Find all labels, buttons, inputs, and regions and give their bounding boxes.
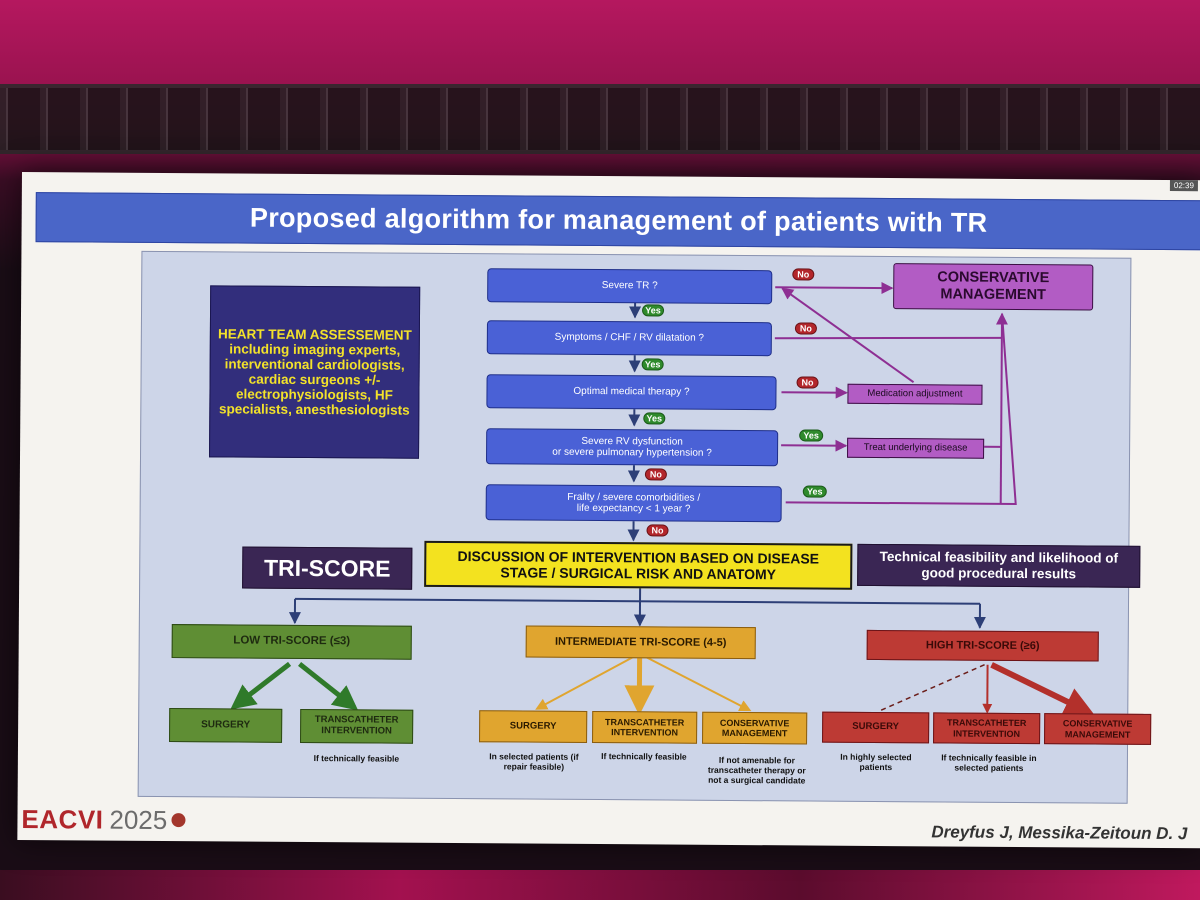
footer-logo: EACVI 2025 — [21, 803, 186, 835]
intermediate-surgery-box: SURGERY — [479, 710, 588, 743]
question-rv-dysfunction: Severe RV dysfunction or severe pulmonar… — [485, 428, 779, 467]
q5-text-line1: Frailty / severe comorbidities / — [567, 491, 701, 504]
stage-truss — [0, 84, 1200, 154]
clock-readout: 02:39 — [1169, 180, 1198, 192]
q1-text: Severe TR ? — [601, 280, 658, 292]
title-bar: Proposed algorithm for management of pat… — [35, 192, 1200, 251]
footer-citation: Dreyfus J, Messika-Zeitoun D. J — [931, 822, 1188, 844]
footer-dot-icon — [171, 813, 186, 828]
bottom-glow — [0, 870, 1200, 900]
badge-no-2: No — [794, 322, 817, 335]
intermediate-surgery-text: SURGERY — [509, 719, 557, 732]
q2-text: Symptoms / CHF / RV dilatation ? — [554, 331, 705, 345]
arrow-medication-q1 — [781, 287, 915, 384]
low-transcatheter-text: TRANSCATHETER INTERVENTION — [314, 714, 399, 737]
conservative-management-box: CONSERVATIVE MANAGEMENT — [893, 263, 1094, 311]
low-surgery-box: SURGERY — [169, 708, 283, 743]
feasibility-text: Technical feasibility and likelihood of … — [879, 549, 1119, 582]
badge-yes-4: Yes — [799, 429, 824, 442]
q4-text-line1: Severe RV dysfunction — [581, 435, 683, 448]
low-surgery-text: SURGERY — [201, 719, 251, 731]
treat-underlying-text: Treat underlying disease — [863, 441, 968, 454]
q4-text-line2: or severe pulmonary hypertension ? — [552, 446, 712, 459]
line-q2-no — [774, 336, 1002, 340]
high-transcatheter-note: If technically feasible in selected pati… — [941, 752, 1037, 774]
arrow-high-surgery-dashed — [878, 664, 985, 712]
heart-team-box: HEART TEAM ASSESSEMENT including imaging… — [209, 285, 421, 459]
arrow-up-conservative — [995, 312, 1008, 504]
low-triscore-title: LOW TRI-SCORE (≤3) — [233, 634, 351, 648]
question-frailty: Frailty / severe comorbidities / life ex… — [485, 484, 782, 523]
connector-lines — [230, 282, 1095, 716]
low-triscore-box: LOW TRI-SCORE (≤3) — [171, 624, 412, 660]
high-transcatheter-text: TRANSCATHETER INTERVENTION — [946, 717, 1027, 739]
slide-title: Proposed algorithm for management of pat… — [249, 203, 988, 239]
q5-text-line2: life expectancy < 1 year ? — [576, 502, 691, 515]
footer-year: 2025 — [109, 804, 168, 835]
badge-no-3: No — [796, 376, 819, 389]
high-triscore-title: HIGH TRI-SCORE (≥6) — [925, 638, 1040, 652]
high-transcatheter-box: TRANSCATHETER INTERVENTION — [933, 712, 1041, 745]
diagram-panel: HEART TEAM ASSESSEMENT including imaging… — [137, 250, 1152, 804]
intermediate-conservative-box: CONSERVATIVE MANAGEMENT — [702, 711, 808, 745]
intermediate-conservative-note: If not amenable for transcatheter therap… — [707, 754, 806, 786]
arrow-high-conservative — [990, 662, 1095, 716]
high-triscore-box: HIGH TRI-SCORE (≥6) — [866, 629, 1099, 662]
heart-team-text: HEART TEAM ASSESSEMENT including imaging… — [217, 326, 412, 418]
arrow-q1-conservative — [775, 282, 894, 295]
badge-yes-5: Yes — [802, 485, 827, 498]
badge-yes-1: Yes — [642, 304, 665, 317]
badge-no-5: No — [646, 524, 669, 537]
arrow-low-transcatheter — [298, 661, 359, 711]
feasibility-box: Technical feasibility and likelihood of … — [857, 543, 1141, 588]
discussion-box: DISCUSSION OF INTERVENTION BASED ON DISE… — [424, 540, 853, 590]
intermediate-surgery-note: In selected patients (if repair feasible… — [489, 751, 579, 772]
branch-horizontal — [295, 586, 981, 605]
intermediate-triscore-title: INTERMEDIATE TRI-SCORE (4-5) — [554, 635, 727, 649]
conservative-management-text: CONSERVATIVE MANAGEMENT — [937, 269, 1050, 304]
badge-no-1: No — [792, 268, 815, 281]
intermediate-transcatheter-box: TRANSCATHETER INTERVENTION — [592, 710, 698, 744]
high-surgery-text: SURGERY — [852, 720, 899, 733]
medication-adjustment-text: Medication adjustment — [867, 387, 963, 400]
triscore-label-box: TRI-SCORE — [242, 546, 413, 590]
badge-yes-2: Yes — [641, 358, 664, 371]
intermediate-transcatheter-note: If technically feasible — [601, 750, 687, 762]
high-surgery-note: In highly selected patients — [840, 751, 912, 773]
low-transcatheter-note: If technically feasible — [313, 752, 400, 764]
arrow-int-conservative — [644, 655, 752, 712]
intermediate-conservative-text: CONSERVATIVE MANAGEMENT — [719, 717, 790, 739]
treat-underlying-box: Treat underlying disease — [847, 437, 985, 459]
high-surgery-box: SURGERY — [822, 711, 930, 744]
line-q5-yes — [785, 313, 1017, 505]
q3-text: Optimal medical therapy ? — [573, 386, 690, 398]
intermediate-triscore-box: INTERMEDIATE TRI-SCORE (4-5) — [525, 625, 756, 660]
badge-yes-3: Yes — [643, 412, 666, 425]
question-optimal-therapy: Optimal medical therapy ? — [486, 374, 777, 411]
discussion-text: DISCUSSION OF INTERVENTION BASED ON DISE… — [457, 547, 820, 583]
footer-brand: EACVI — [21, 803, 104, 835]
projection-screen: 02:39 Proposed algorithm for management … — [17, 172, 1200, 849]
medication-adjustment-box: Medication adjustment — [847, 383, 983, 405]
low-transcatheter-box: TRANSCATHETER INTERVENTION — [300, 708, 414, 744]
question-symptoms: Symptoms / CHF / RV dilatation ? — [486, 320, 772, 357]
high-conservative-box: CONSERVATIVE MANAGEMENT — [1044, 713, 1152, 745]
intermediate-transcatheter-text: TRANSCATHETER INTERVENTION — [604, 716, 685, 738]
arrow-int-surgery — [535, 655, 636, 710]
question-severe-tr: Severe TR ? — [487, 268, 773, 305]
badge-no-4: No — [644, 468, 667, 481]
arrow-low-surgery — [230, 661, 292, 710]
triscore-label: TRI-SCORE — [263, 554, 391, 582]
high-conservative-text: CONSERVATIVE MANAGEMENT — [1062, 718, 1133, 740]
